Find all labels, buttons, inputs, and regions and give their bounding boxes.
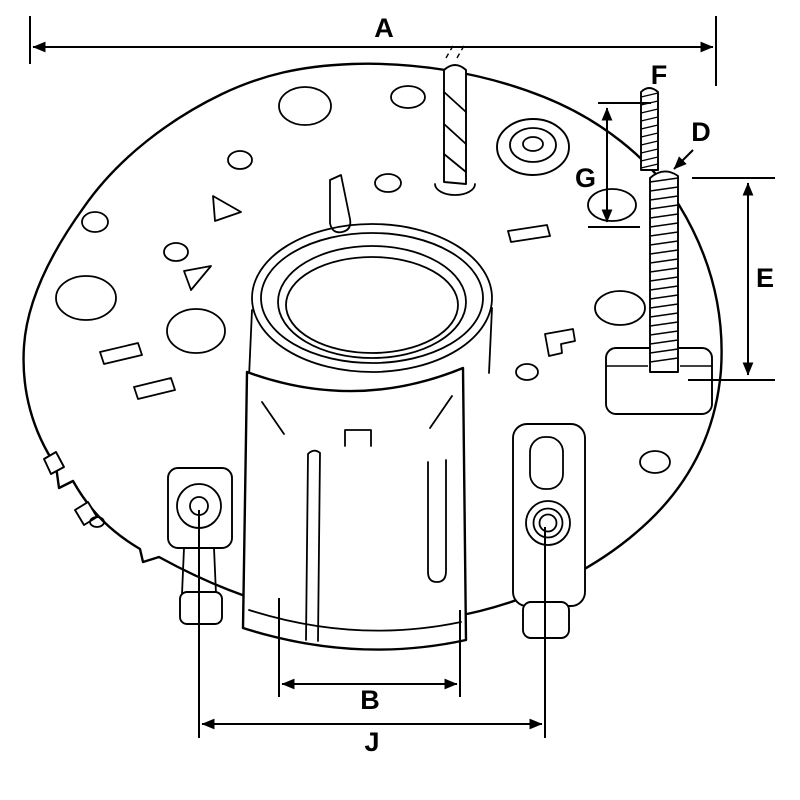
brush-slot <box>305 449 321 642</box>
dimension-label-f: F <box>651 60 668 90</box>
hole <box>278 86 332 126</box>
rib <box>261 395 453 435</box>
dimension-a: A <box>29 13 717 86</box>
stud-main-threads <box>649 177 679 363</box>
hole <box>89 516 105 528</box>
mounting-ear-left <box>167 467 233 625</box>
hole <box>227 150 253 170</box>
pin-body <box>443 64 467 185</box>
boss-ring-middle <box>509 127 557 163</box>
hole <box>55 275 117 321</box>
hole <box>515 363 539 381</box>
edge-tab <box>43 451 65 475</box>
dimension-b: B <box>278 598 461 715</box>
center-housing <box>241 366 468 651</box>
hole <box>639 450 671 474</box>
extension-lines-b <box>278 598 461 697</box>
dimension-label-d: D <box>691 117 711 147</box>
dimension-f: F <box>651 60 668 90</box>
bore-depth <box>285 256 459 354</box>
extension-lines-j <box>198 510 546 738</box>
hole <box>390 85 426 109</box>
dimension-label-g: G <box>575 163 596 193</box>
slot <box>99 342 143 365</box>
plate-holes <box>55 85 671 528</box>
triangle-cutout <box>183 265 212 291</box>
bore-cylinder-side <box>248 307 493 378</box>
top-notch <box>344 429 372 447</box>
hole <box>594 290 646 326</box>
ear-stem <box>181 547 217 595</box>
extension-lines-a <box>29 16 717 86</box>
dimension-g: G <box>575 102 651 228</box>
dimension-label-b: B <box>360 685 380 715</box>
bore-lip-inner <box>260 232 484 364</box>
bolt-hole-outer <box>525 500 571 546</box>
slot <box>133 377 176 400</box>
housing-outline <box>241 366 468 651</box>
dimension-label-j: J <box>364 727 379 757</box>
stud-main-body <box>649 170 679 373</box>
dimension-label-a: A <box>374 13 394 43</box>
hole <box>166 308 226 354</box>
slot <box>507 224 551 243</box>
l-slot <box>544 328 576 357</box>
oblong-hole <box>529 436 564 490</box>
hole <box>374 173 402 193</box>
central-bore <box>248 223 493 378</box>
spring-slot <box>427 459 447 583</box>
bolt-hole-inner <box>538 513 558 533</box>
mounting-ear-right <box>512 423 586 639</box>
dimension-label-e: E <box>756 263 774 293</box>
pin-flutes <box>443 91 467 173</box>
dimension-j: J <box>198 510 546 757</box>
bore-edge <box>277 245 467 359</box>
dimension-e: E <box>688 177 775 381</box>
extension-lines-e <box>688 177 775 381</box>
boss-ring-outer <box>496 118 570 176</box>
hole <box>163 242 189 262</box>
bolt-hole-middle <box>532 507 564 539</box>
triangle-cutout <box>212 195 242 222</box>
wire-clip <box>329 174 352 234</box>
bore-lip-outer <box>251 223 493 373</box>
ear-foot <box>179 591 223 625</box>
boss-ring-inner <box>522 136 544 152</box>
leader-line-d <box>673 149 694 170</box>
dimension-d: D <box>673 117 711 170</box>
housing-skirt-line <box>248 609 462 632</box>
extension-lines-g <box>588 102 651 228</box>
hole <box>81 211 109 233</box>
bearing-boss <box>496 118 570 176</box>
pin-hole-edge <box>434 183 476 196</box>
